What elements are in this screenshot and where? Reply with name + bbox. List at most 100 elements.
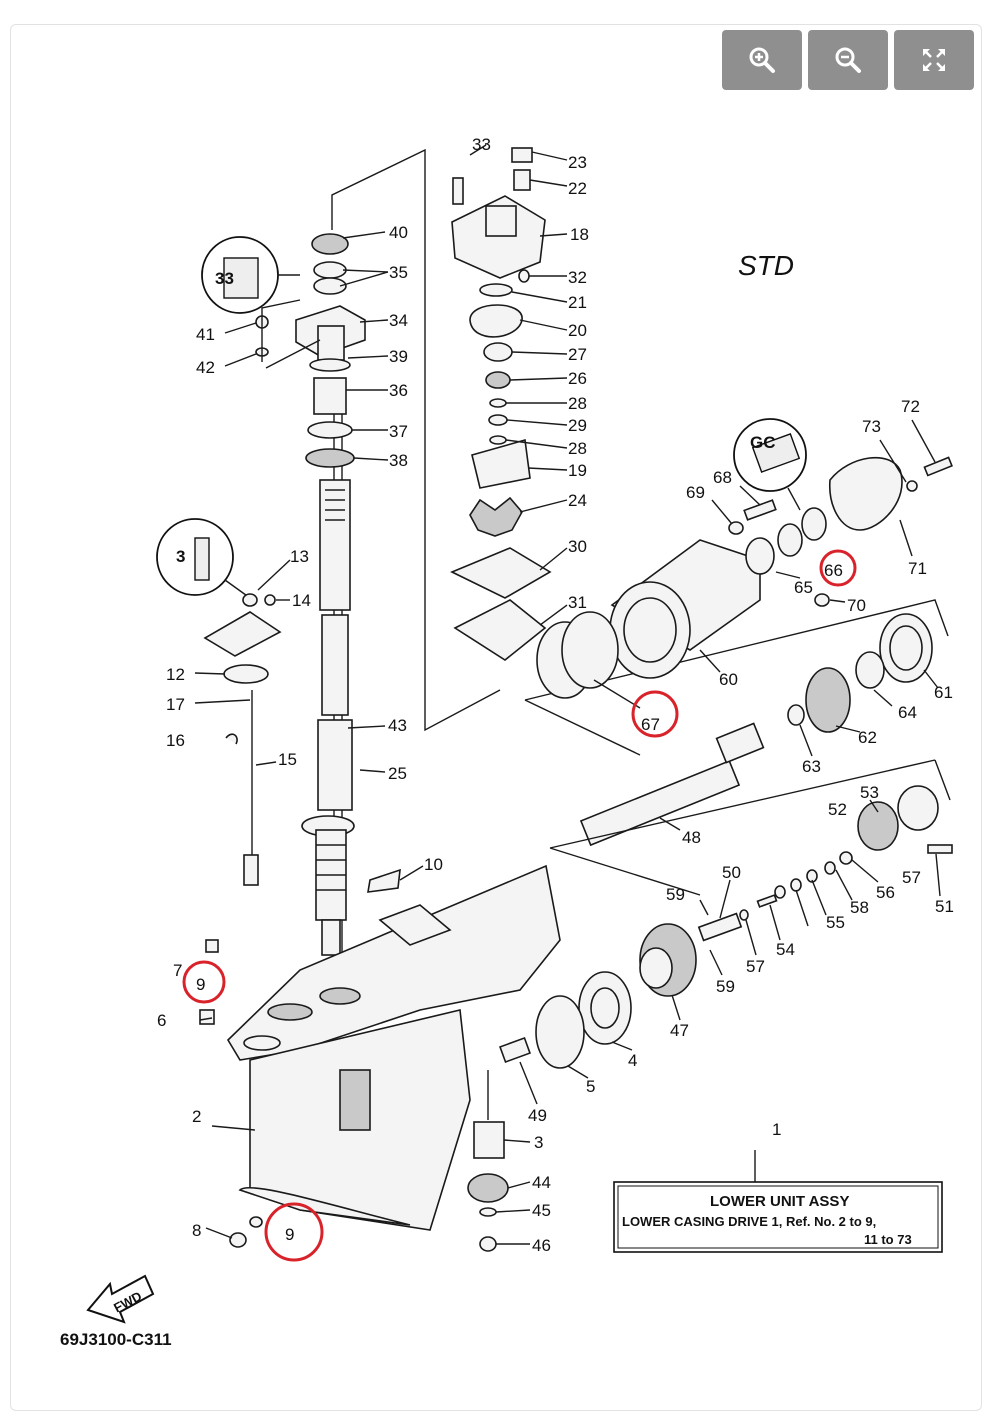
label-14: 14 xyxy=(292,591,311,610)
highlight-circle-9-upper xyxy=(182,960,226,1004)
legend-title: LOWER UNIT ASSY xyxy=(710,1193,849,1210)
label-6: 6 xyxy=(157,1011,166,1030)
label-30: 30 xyxy=(568,537,587,556)
lower-casing-body xyxy=(199,864,561,1248)
gear-case-parts xyxy=(467,456,953,1252)
label-47: 47 xyxy=(670,1021,689,1040)
detail-bubble-gc: GC xyxy=(733,418,807,511)
label-15: 15 xyxy=(278,750,297,769)
label-21: 21 xyxy=(568,293,587,312)
viewer-toolbar xyxy=(722,30,974,90)
label-61: 61 xyxy=(934,683,953,702)
label-26: 26 xyxy=(568,369,587,388)
label-17: 17 xyxy=(166,695,185,714)
label-59-upper: 59 xyxy=(666,885,685,904)
label-18: 18 xyxy=(570,225,589,244)
label-38: 38 xyxy=(389,451,408,470)
label-13: 13 xyxy=(290,547,309,566)
water-pump-parts xyxy=(450,147,552,661)
label-7: 7 xyxy=(173,961,182,980)
label-48: 48 xyxy=(682,828,701,847)
label-41: 41 xyxy=(196,325,215,344)
label-66: 66 xyxy=(824,561,843,580)
legend-box: 1 LOWER UNIT ASSY LOWER CASING DRIVE 1, … xyxy=(613,1120,943,1253)
label-69: 69 xyxy=(686,483,705,502)
label-27: 27 xyxy=(568,345,587,364)
label-28b: 28 xyxy=(568,439,587,458)
label-49: 49 xyxy=(528,1106,547,1125)
label-73: 73 xyxy=(862,417,881,436)
label-64: 64 xyxy=(898,703,917,722)
zoom-in-button[interactable] xyxy=(722,30,802,90)
label-58: 58 xyxy=(850,898,869,917)
label-45: 45 xyxy=(532,1201,551,1220)
leader-lines xyxy=(194,144,941,1245)
label-36: 36 xyxy=(389,381,408,400)
label-71: 71 xyxy=(908,559,927,578)
label-63: 63 xyxy=(802,757,821,776)
label-24: 24 xyxy=(568,491,587,510)
label-3: 3 xyxy=(534,1133,543,1152)
label-9-lower: 9 xyxy=(285,1225,294,1244)
label-10: 10 xyxy=(424,855,443,874)
label-50: 50 xyxy=(722,863,741,882)
label-52: 52 xyxy=(828,800,847,819)
label-37: 37 xyxy=(389,422,408,441)
label-62: 62 xyxy=(858,728,877,747)
zoom-out-icon xyxy=(835,47,861,73)
label-56: 56 xyxy=(876,883,895,902)
label-60: 60 xyxy=(719,670,738,689)
label-9-upper: 9 xyxy=(196,975,205,994)
zoom-out-button[interactable] xyxy=(808,30,888,90)
drawing-code: 69J3100-C311 xyxy=(60,1330,172,1349)
label-19: 19 xyxy=(568,461,587,480)
svg-text:GC: GC xyxy=(750,433,776,452)
label-59-lower: 59 xyxy=(716,977,735,996)
fullscreen-icon xyxy=(923,49,945,71)
label-42: 42 xyxy=(196,358,215,377)
label-28: 28 xyxy=(568,394,587,413)
part-number-labels: 33 23 22 18 32 21 20 27 26 28 29 28 19 2… xyxy=(157,135,954,1255)
label-72: 72 xyxy=(901,397,920,416)
shift-rod-parts: 3 xyxy=(156,518,282,886)
label-55-a: 55 xyxy=(826,913,845,932)
highlight-circles xyxy=(182,549,857,1262)
label-33: 33 xyxy=(472,135,491,154)
highlight-circle-66 xyxy=(819,549,857,587)
svg-text:33: 33 xyxy=(215,269,234,288)
label-70: 70 xyxy=(847,596,866,615)
highlight-circle-9-lower xyxy=(264,1202,324,1262)
label-44: 44 xyxy=(532,1173,551,1192)
highlight-circle-67 xyxy=(631,690,679,738)
variant-label: STD xyxy=(738,250,794,281)
label-65: 65 xyxy=(794,578,813,597)
label-46: 46 xyxy=(532,1236,551,1255)
label-57-left: 57 xyxy=(746,957,765,976)
label-20: 20 xyxy=(568,321,587,340)
detail-bubble-35: 33 xyxy=(201,236,300,314)
label-39: 39 xyxy=(389,347,408,366)
label-12: 12 xyxy=(166,665,185,684)
label-5: 5 xyxy=(586,1077,595,1096)
label-4: 4 xyxy=(628,1051,637,1070)
drive-shaft-group xyxy=(301,410,355,960)
label-2: 2 xyxy=(192,1107,201,1126)
legend-line-3: 11 to 73 xyxy=(864,1232,912,1247)
label-67: 67 xyxy=(641,715,660,734)
label-23: 23 xyxy=(568,153,587,172)
label-35: 35 xyxy=(389,263,408,282)
label-32: 32 xyxy=(568,268,587,287)
legend-line-2: LOWER CASING DRIVE 1, Ref. No. 2 to 9, xyxy=(622,1214,876,1229)
legend-number: 1 xyxy=(772,1120,781,1139)
label-16: 16 xyxy=(166,731,185,750)
label-57-right: 57 xyxy=(902,868,921,887)
label-40: 40 xyxy=(389,223,408,242)
upper-housing-parts xyxy=(255,233,366,468)
fwd-arrow-icon: FWD xyxy=(86,1274,155,1324)
fullscreen-button[interactable] xyxy=(894,30,974,90)
label-54: 54 xyxy=(776,940,795,959)
label-51: 51 xyxy=(935,897,954,916)
label-68: 68 xyxy=(713,468,732,487)
svg-text:3: 3 xyxy=(176,547,185,566)
